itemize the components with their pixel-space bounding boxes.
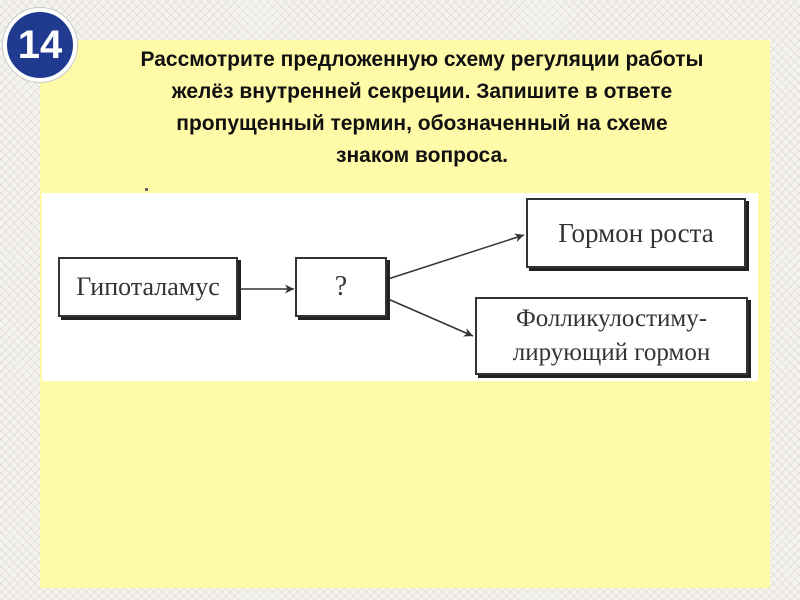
question-line-3: пропущенный термин, обозначенный на схем… — [176, 112, 668, 135]
question-text: Рассмотрите предложенную схему регуляции… — [62, 44, 782, 172]
unknown-label: ? — [334, 271, 348, 302]
arrow-unknown-to-fsh — [387, 298, 474, 337]
unknown-box: ? — [295, 257, 387, 317]
fsh-label-line-1: Фолликулостиму- — [515, 305, 708, 332]
growth-hormone-box: Гормон роста — [526, 198, 746, 268]
hypothalamus-label: Гипоталамус — [76, 272, 220, 301]
fsh-label-line-2: лирующий гормон — [512, 339, 711, 366]
hypothalamus-box: Гипоталамус — [58, 257, 238, 317]
fsh-label: Фолликулостиму- лирующий гормон — [513, 302, 710, 370]
fsh-box: Фолликулостиму- лирующий гормон — [475, 297, 748, 375]
question-line-4: знаком вопроса. — [336, 144, 508, 167]
growth-hormone-label: Гормон роста — [558, 217, 714, 248]
arrow-unknown-to-growth-hormone — [387, 233, 525, 280]
question-line-2: желёз внутренней секреции. Запишите в от… — [171, 80, 673, 103]
question-line-1: Рассмотрите предложенную схему регуляции… — [140, 48, 704, 71]
slide-number-badge: 14 — [3, 8, 77, 82]
diagram-arrows — [238, 233, 525, 337]
stray-mark — [145, 188, 148, 191]
slide-number: 14 — [17, 22, 63, 67]
regulation-diagram: Гипоталамус ? Гормон роста Фолликулостим… — [42, 193, 758, 381]
